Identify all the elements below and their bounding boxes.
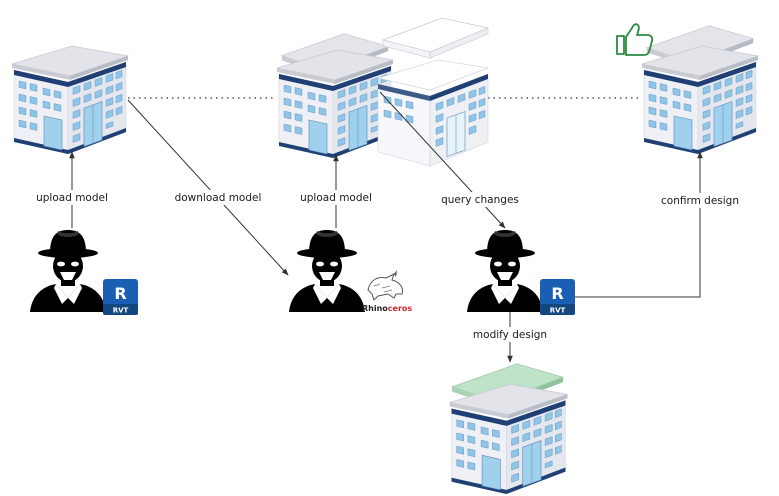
label-modify-design: modify design bbox=[473, 329, 547, 341]
revit-tag-1: RVT bbox=[113, 307, 129, 315]
revit-letter-1: R bbox=[114, 284, 126, 303]
building-5 bbox=[449, 383, 568, 495]
building-3-transparent bbox=[376, 17, 490, 167]
edge-confirm-design bbox=[575, 151, 703, 298]
label-query-changes: query changes bbox=[441, 194, 519, 206]
building-2 bbox=[276, 49, 394, 159]
rhino-name-1: Rhino bbox=[362, 304, 388, 313]
building-1 bbox=[11, 45, 129, 155]
rhinoceros-logo: Rhinoceros bbox=[362, 270, 412, 313]
user-1 bbox=[30, 230, 106, 312]
label-download-model: download model bbox=[175, 192, 262, 204]
edge-labels: upload model download model upload model… bbox=[36, 190, 740, 342]
label-confirm-design: confirm design bbox=[661, 195, 739, 207]
revit-logo-2: R RVT bbox=[540, 279, 575, 315]
rhino-name-2: ceros bbox=[388, 304, 413, 313]
user-3 bbox=[467, 230, 543, 312]
revit-tag-2: RVT bbox=[550, 307, 566, 315]
label-upload-model-1: upload model bbox=[36, 192, 108, 204]
label-upload-model-2: upload model bbox=[300, 192, 372, 204]
user-2 bbox=[289, 230, 365, 312]
svg-text:Rhinoceros: Rhinoceros bbox=[362, 304, 412, 313]
edge-download-model bbox=[127, 99, 289, 276]
building-4 bbox=[641, 45, 759, 155]
revit-letter-2: R bbox=[551, 284, 563, 303]
revit-logo-1: R RVT bbox=[103, 279, 138, 315]
thumbs-up-icon bbox=[616, 23, 654, 56]
